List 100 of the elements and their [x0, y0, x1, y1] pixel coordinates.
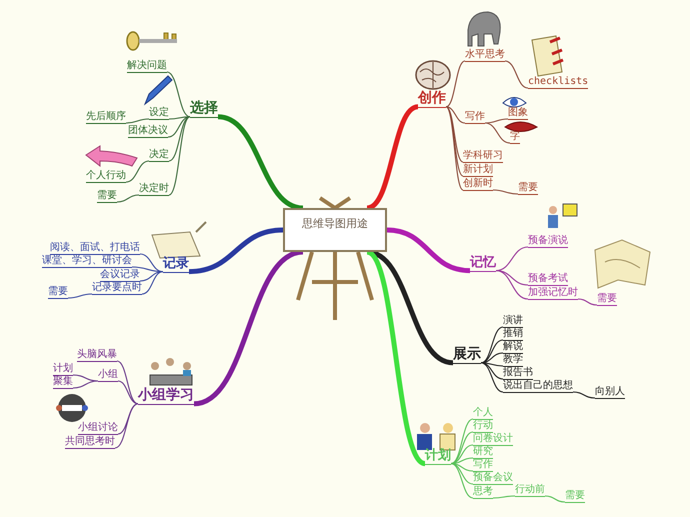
sub-branch-label: 加强记忆时 — [528, 287, 578, 300]
sub-branch-label: 解决问题 — [127, 60, 167, 73]
branch-line — [446, 106, 464, 162]
branch-line — [114, 403, 138, 449]
center-title: 思维导图用途 — [301, 216, 369, 231]
branch-line — [450, 431, 474, 464]
branch-line — [142, 271, 164, 295]
branch-line — [493, 495, 515, 499]
branch-line — [450, 463, 474, 499]
main-branch-line — [188, 228, 284, 274]
sub-branch-label: 解说 — [503, 341, 523, 354]
branch-line — [118, 380, 138, 404]
main-branch-line — [193, 250, 304, 406]
branch-line — [496, 270, 528, 286]
sub-branch-label: 推销 — [503, 328, 523, 341]
sub-branch-label: 聚集 — [53, 376, 73, 389]
sub-branch-label: 需要 — [48, 286, 68, 299]
branch-line — [168, 116, 190, 196]
branch-line — [166, 71, 190, 118]
branch-line — [116, 360, 138, 404]
sub-branch-label: 需要 — [97, 190, 117, 203]
main-branch-line — [386, 228, 470, 274]
sub-branch-label: 团体决议 — [128, 125, 168, 138]
sub-branch-label: 个人 — [473, 407, 493, 420]
sub-branch-label: 头脑风暴 — [77, 349, 117, 362]
sub-branch-label: 行动 — [473, 420, 493, 433]
branch-label: 记录 — [163, 256, 189, 273]
branch-line — [446, 106, 464, 176]
sub-branch-label: 思考 — [473, 486, 493, 499]
branch-label: 展示 — [453, 346, 481, 364]
sub-branch-label: 水平思考 — [465, 49, 505, 62]
sub-branch-label: 写作 — [473, 459, 493, 472]
easel-board — [283, 208, 387, 252]
branch-line — [450, 444, 474, 464]
branch-line — [480, 362, 504, 380]
sub-branch-label: 需要 — [597, 293, 617, 306]
branch-line — [446, 106, 464, 190]
sub-branch-label: 向别人 — [595, 386, 625, 399]
sub-branch-label: 阅读、面试、打电话 — [50, 242, 140, 255]
branch-line — [450, 418, 474, 464]
sub-branch-label: 小组 — [98, 369, 118, 382]
sub-branch-label: 需要 — [565, 490, 585, 503]
main-branch-line — [366, 104, 419, 210]
main-branch-line — [366, 250, 426, 466]
sub-branch-label: 小组讨论 — [78, 422, 118, 435]
branch-line — [480, 362, 504, 393]
branch-line — [480, 352, 504, 364]
sub-branch-label: 新计划 — [463, 164, 493, 177]
branch-line — [140, 271, 164, 282]
sub-branch-label: 图象 — [508, 107, 528, 120]
branch-line — [126, 160, 150, 183]
sub-branch-label: 演讲 — [503, 315, 523, 328]
branch-line — [132, 266, 164, 272]
sub-branch-label: 字 — [510, 131, 520, 144]
sub-branch-label: 问卷设计 — [473, 433, 513, 446]
sub-branch-label: 先后顺序 — [86, 111, 126, 124]
branch-line — [72, 380, 98, 389]
branch-line — [450, 457, 474, 464]
branch-line — [492, 189, 518, 195]
sub-branch-label: 报告书 — [503, 367, 533, 380]
sub-branch-label: 需要 — [518, 182, 538, 195]
sub-branch-label: 计划 — [53, 363, 73, 376]
branch-line — [544, 495, 566, 503]
branch-line — [578, 298, 598, 306]
branch-line — [140, 253, 164, 272]
branch-line — [450, 463, 474, 472]
sub-branch-label: 写作 — [465, 111, 485, 124]
branch-line — [572, 391, 596, 399]
branch-line — [68, 293, 92, 299]
branch-line — [484, 118, 508, 124]
sub-branch-label: 会议记录 — [100, 269, 140, 282]
sub-branch-label: 个人行动 — [86, 170, 126, 183]
sub-branch-label: 预备考试 — [528, 273, 568, 286]
sub-branch-label: 学科研习 — [463, 150, 503, 163]
branch-line — [446, 60, 466, 108]
sub-branch-label: 课堂、学习、研讨会 — [42, 255, 132, 268]
branch-line — [168, 116, 190, 162]
main-branch-line — [218, 114, 304, 210]
branch-label: 创作 — [418, 90, 446, 108]
sub-branch-label: 决定 — [149, 149, 169, 162]
sub-branch-label: 预备演说 — [528, 235, 568, 248]
sub-branch-label: 教学 — [503, 354, 523, 367]
sub-branch-label: 决定时 — [139, 183, 169, 196]
branch-label: 记忆 — [470, 255, 496, 272]
sub-branch-label: 记录要点时 — [92, 282, 142, 295]
branch-line — [504, 60, 528, 89]
branch-line — [168, 116, 190, 138]
sub-branch-label: 共同思考时 — [65, 436, 115, 449]
sub-branch-label: checklists — [528, 76, 588, 89]
sub-branch-label: 说出自己的思想 — [503, 380, 573, 393]
branch-line — [484, 122, 510, 144]
sub-branch-label: 创新时 — [463, 178, 493, 191]
branch-label: 选择 — [190, 100, 218, 118]
branch-line — [169, 116, 190, 120]
branch-line — [496, 270, 528, 300]
branch-line — [496, 246, 528, 272]
sub-branch-label: 设定 — [149, 107, 169, 120]
sub-branch-label: 研究 — [473, 446, 493, 459]
sub-branch-label: 行动前 — [515, 484, 545, 497]
branch-line — [450, 463, 474, 485]
